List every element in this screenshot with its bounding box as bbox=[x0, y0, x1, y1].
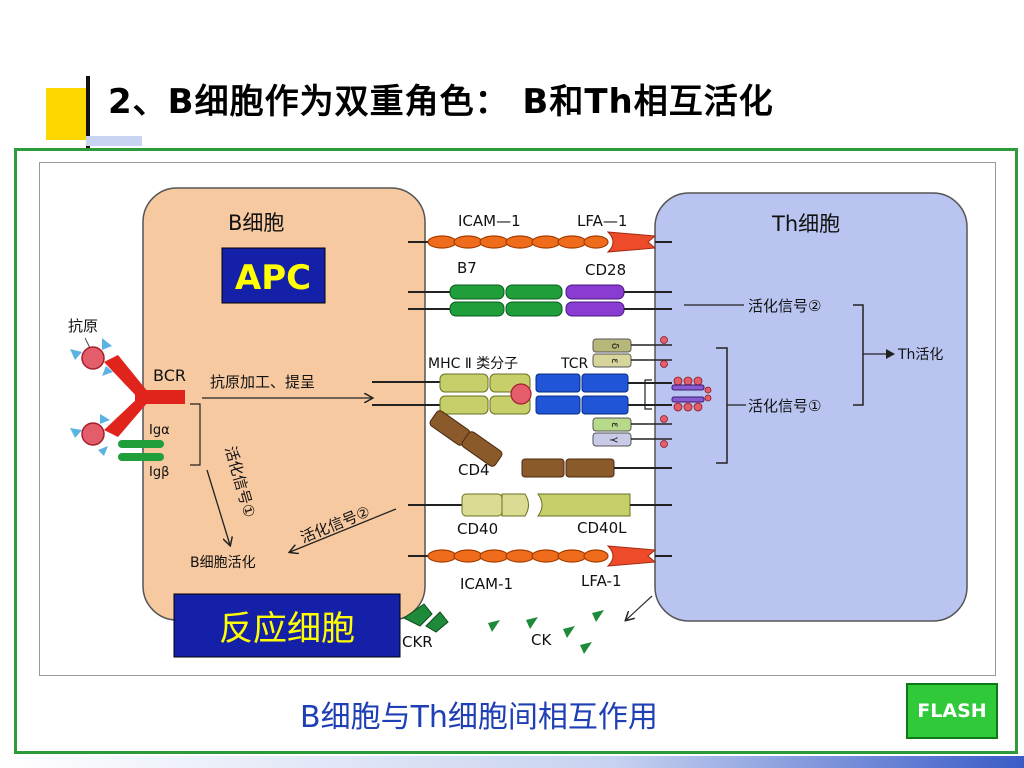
ig-alpha-chain bbox=[118, 440, 164, 448]
cd3-epsilon-bottom: ε bbox=[592, 417, 632, 432]
processing-label: 抗原加工、提呈 bbox=[210, 373, 315, 391]
antigen-particle-top bbox=[70, 338, 113, 376]
signal2-arrow bbox=[290, 508, 397, 552]
slide-title: 2、B细胞作为双重角色： B和Th相互活化 bbox=[108, 82, 774, 122]
ck-secretion-arrow bbox=[626, 595, 653, 620]
cd3-epsilon-bottom-label: ε bbox=[609, 422, 620, 427]
lfa1-top-label: LFA—1 bbox=[577, 212, 627, 230]
cytokine-particles bbox=[488, 610, 604, 654]
effector-badge-label: 反应细胞 bbox=[219, 609, 355, 649]
bcr-receptor bbox=[104, 355, 185, 437]
ig-beta-chain bbox=[118, 453, 164, 461]
antigen-label: 抗原 bbox=[68, 317, 98, 335]
b7-label: B7 bbox=[457, 259, 477, 277]
cd3-gamma-label: γ bbox=[609, 437, 620, 443]
th-cell-title: Th细胞 bbox=[771, 212, 840, 236]
cd4-molecule bbox=[429, 410, 615, 478]
ig-beta-label: Igβ bbox=[149, 465, 169, 480]
cd40l-label: CD40L bbox=[577, 519, 627, 537]
title-accent-line bbox=[86, 76, 90, 158]
mhc2-molecule bbox=[439, 373, 531, 415]
cd3-delta: δ bbox=[592, 338, 632, 353]
itam-beads bbox=[660, 336, 712, 448]
diagram-inner-border bbox=[39, 162, 996, 676]
cd3-epsilon-top-label: ε bbox=[609, 358, 620, 363]
b-activation-label: B细胞活化 bbox=[190, 555, 256, 571]
cd3-delta-label: δ bbox=[609, 343, 620, 349]
bcr-label: BCR bbox=[153, 366, 186, 385]
ck-label: CK bbox=[531, 631, 552, 649]
th-signal2-label: 活化信号② bbox=[748, 297, 821, 315]
icam1-bottom-label: ICAM-1 bbox=[460, 575, 513, 593]
cd3-stems bbox=[631, 344, 672, 440]
th-signal1-label: 活化信号① bbox=[748, 397, 821, 415]
mhc2-label: MHC Ⅱ 类分子 bbox=[428, 356, 518, 372]
ckr-receptor bbox=[403, 603, 449, 633]
ckr-label: CKR bbox=[402, 633, 433, 651]
title-accent-block bbox=[46, 88, 86, 140]
cd40l-molecule bbox=[537, 493, 631, 517]
tcr-cd3-bracket bbox=[644, 379, 652, 410]
th-cell-body bbox=[654, 192, 968, 622]
zeta-chain bbox=[671, 384, 705, 403]
apc-badge-label: APC bbox=[235, 258, 311, 298]
antigen-pointer bbox=[84, 337, 91, 349]
effector-badge bbox=[173, 593, 401, 658]
antigen-particle-bottom bbox=[70, 414, 110, 456]
lfa1-head-top bbox=[606, 231, 657, 253]
footer-gradient-bar bbox=[0, 756, 1024, 768]
cd40-molecule bbox=[461, 493, 529, 517]
signal1-arrow bbox=[206, 469, 230, 545]
cd40-label: CD40 bbox=[457, 520, 498, 538]
ig-alpha-label: Igα bbox=[149, 423, 170, 438]
tcr-molecule bbox=[535, 373, 629, 415]
bcr-bracket bbox=[190, 403, 201, 466]
b7-molecule bbox=[449, 284, 563, 317]
cd3-gamma: γ bbox=[592, 432, 632, 447]
cd4-label: CD4 bbox=[458, 461, 490, 479]
icam1-chain-top bbox=[427, 235, 609, 249]
icam1-chain-bottom bbox=[427, 549, 609, 563]
lfa1-head-bottom bbox=[606, 545, 657, 567]
title-accent-bar bbox=[86, 136, 142, 146]
b-cell-title: B细胞 bbox=[228, 211, 284, 235]
th-activation-bracket bbox=[853, 304, 864, 406]
apc-badge bbox=[221, 247, 326, 304]
icam1-top-label: ICAM—1 bbox=[458, 212, 521, 230]
lfa1-bottom-label: LFA-1 bbox=[581, 572, 622, 590]
tcr-label: TCR bbox=[560, 356, 589, 372]
cd3-epsilon-top: ε bbox=[592, 353, 632, 368]
peptide-antigen bbox=[510, 383, 532, 405]
flash-button[interactable]: FLASH bbox=[906, 683, 998, 739]
cd28-molecule bbox=[565, 284, 625, 317]
th-activation-label: Th活化 bbox=[897, 347, 943, 363]
cd28-label: CD28 bbox=[585, 261, 626, 279]
diagram-caption: B细胞与Th细胞间相互作用 bbox=[300, 700, 658, 735]
